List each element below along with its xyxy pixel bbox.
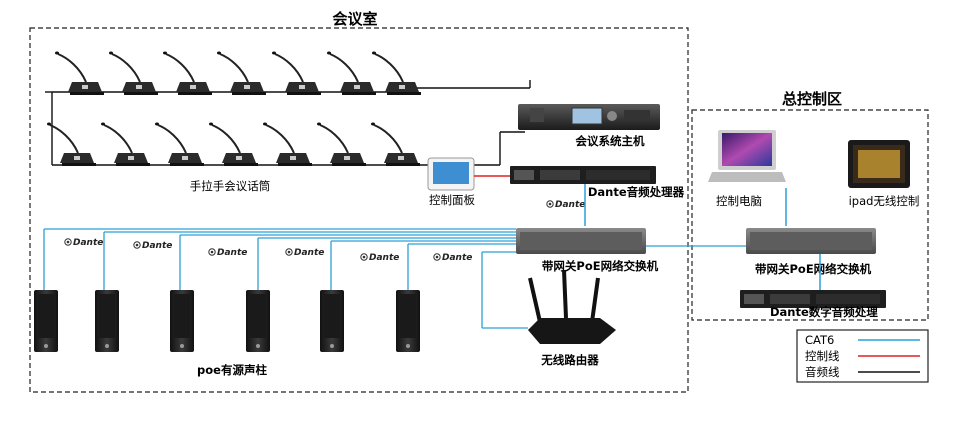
conference-mic-icon [100, 121, 151, 167]
svg-text:Dante: Dante [555, 200, 585, 210]
column-speaker-icon [396, 290, 420, 352]
legend-control-label: 控制线 [805, 349, 840, 363]
mic-row-bottom [46, 121, 421, 167]
host-label: 会议系统主机 [575, 134, 645, 148]
wireless-router-icon [528, 269, 616, 344]
svg-text:Dante: Dante [442, 253, 472, 263]
conference-mic-icon [108, 50, 159, 96]
switch-label: 带网关PoE网络交换机 [542, 259, 659, 273]
mic-label: 手拉手会议话筒 [190, 179, 271, 193]
poe-speaker-columns [34, 290, 420, 352]
mic-row-top [54, 50, 422, 96]
conference-mic-icon [154, 121, 205, 167]
control-dsp-label: Dante数字音频处理 [770, 305, 878, 319]
svg-text:Dante: Dante [294, 248, 324, 258]
poe-switch-icon [516, 228, 646, 254]
meeting-room-title: 会议室 [332, 10, 377, 28]
legend-cat6-label: CAT6 [805, 333, 834, 347]
conference-mic-icon [216, 50, 267, 96]
svg-text:Dante: Dante [142, 241, 172, 251]
dsp-label: Dante音频处理器 [588, 185, 685, 199]
control-area-title: 总控制区 [782, 90, 842, 108]
legend-audio-label: 音频线 [805, 365, 840, 379]
laptop-label: 控制电脑 [716, 194, 762, 208]
conference-mic-icon [262, 121, 313, 167]
dante-digital-processor-icon [740, 290, 886, 308]
svg-text:Dante: Dante [73, 238, 103, 248]
router-label: 无线路由器 [540, 353, 599, 367]
ipad-icon [848, 140, 910, 188]
speaker-cat6-bundle [43, 228, 746, 329]
control-switch-label: 带网关PoE网络交换机 [755, 262, 872, 276]
meeting-room-zone [29, 27, 689, 393]
legend: CAT6 控制线 音频线 [796, 329, 929, 383]
svg-text:Dante: Dante [217, 248, 247, 258]
column-speaker-icon [170, 290, 194, 352]
column-speaker-icon [34, 290, 58, 352]
panel-label: 控制面板 [429, 193, 475, 207]
conference-host-icon [518, 104, 660, 130]
conference-mic-icon [326, 50, 377, 96]
ipad-label: ipad无线控制 [849, 194, 920, 208]
speaker-dante-logos: Dante Dante Dante Dante Dante Dante [64, 238, 472, 263]
conference-mic-icon [271, 50, 322, 96]
poe-switch-icon [746, 228, 876, 254]
speaker-label: poe有源声柱 [197, 363, 267, 377]
dante-logo: Dante [546, 200, 585, 210]
column-speaker-icon [246, 290, 270, 352]
control-area-zone [691, 109, 929, 321]
conference-mic-icon [208, 121, 259, 167]
laptop-icon [708, 130, 786, 182]
control-panel-icon [427, 157, 475, 191]
conference-mic-icon [54, 50, 105, 96]
conference-mic-icon [162, 50, 213, 96]
column-speaker-icon [320, 290, 344, 352]
conference-mic-icon [46, 121, 97, 167]
conference-mic-icon [316, 121, 367, 167]
svg-text:Dante: Dante [369, 253, 399, 263]
conference-mic-icon [370, 121, 421, 167]
dante-dsp-icon [510, 166, 656, 184]
column-speaker-icon [95, 290, 119, 352]
conference-mic-icon [371, 50, 422, 96]
